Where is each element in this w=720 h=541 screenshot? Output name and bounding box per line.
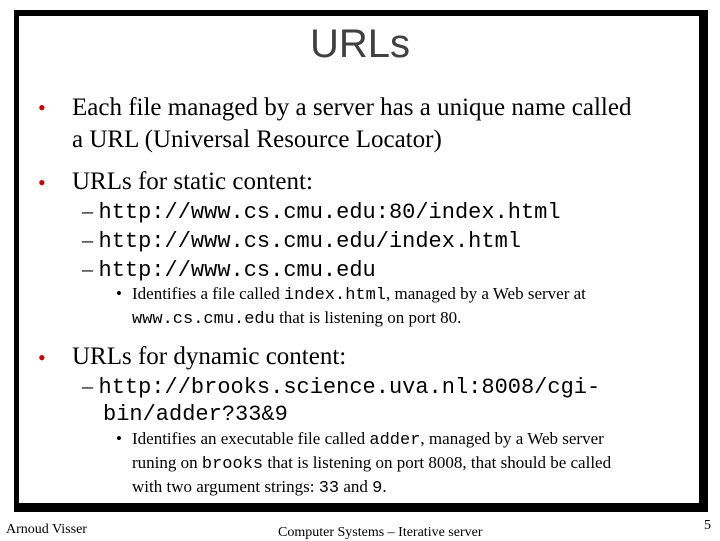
- dynamic-note-line-2: runing on brooks that is listening on po…: [132, 453, 612, 474]
- dynamic-note-line-1: Identifies an executable file called add…: [132, 429, 604, 450]
- bullet-1-line-2: a URL (Universal Resource Locator): [72, 126, 442, 153]
- static-url-1: – http://www.cs.cmu.edu:80/index.html: [82, 198, 561, 225]
- bullet-marker: •: [38, 170, 46, 195]
- sub-bullet-marker: •: [116, 429, 122, 448]
- sub-bullet-marker: •: [116, 284, 122, 303]
- slide-title: URLs: [309, 22, 411, 66]
- bullet-marker: •: [38, 95, 46, 120]
- footer-course: Computer Systems – Iterative server: [278, 525, 483, 540]
- bullet-marker: •: [38, 345, 46, 370]
- dynamic-url-line-1: – http://brooks.science.uva.nl:8008/cgi-: [82, 373, 601, 400]
- footer-author: Arnoud Visser: [6, 522, 87, 537]
- bullet-3-text: URLs for dynamic content:: [72, 343, 347, 370]
- static-note-line-2: www.cs.cmu.edu that is listening on port…: [132, 308, 462, 329]
- bullet-2-text: URLs for static content:: [72, 168, 313, 195]
- static-url-2: – http://www.cs.cmu.edu/index.html: [82, 227, 521, 254]
- dynamic-note-line-3: with two argument strings: 33 and 9.: [132, 477, 387, 498]
- dynamic-url-line-2: bin/adder?33&9: [103, 402, 288, 427]
- static-note-line-1: Identifies a file called index.html, man…: [132, 284, 586, 305]
- footer-page-number: 5: [704, 518, 711, 533]
- static-url-3: – http://www.cs.cmu.edu: [82, 256, 376, 283]
- bullet-1-line-1: Each file managed by a server has a uniq…: [72, 94, 632, 121]
- slide-frame: [14, 10, 708, 512]
